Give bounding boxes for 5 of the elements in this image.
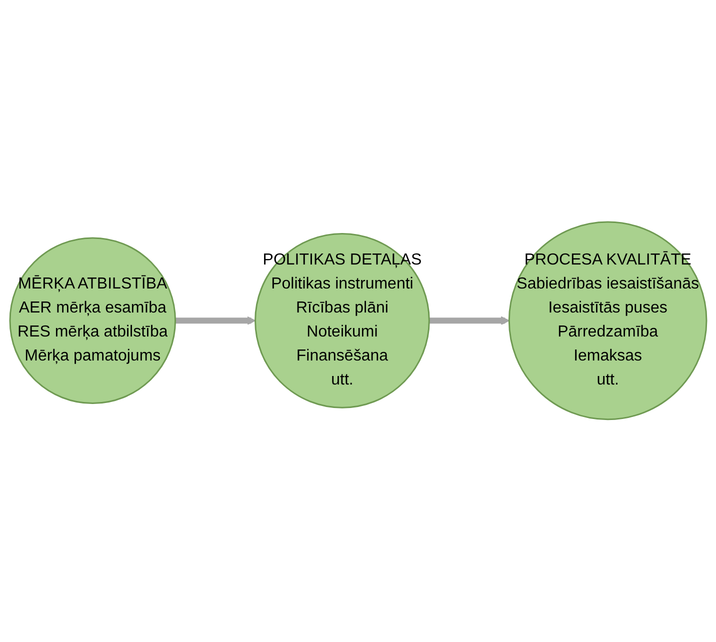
node-circle: PROCESA KVALITĀTE Sabiedrības iesaistīšanās Iesaistītās puses Pārredzamība Iemaksas utt. [508, 222, 707, 420]
node-circle: POLITIKAS DETAĻAS Politikas instrumenti Rīcības plāni Noteikumi Finansēšana utt. [254, 233, 430, 409]
arrow [175, 316, 256, 326]
arrow [428, 316, 510, 326]
node-circle: MĒRĶA ATBILSTĪBA AER mērķa esamība RES mērķa atbilstība Mērķa pamatojums [9, 238, 176, 404]
